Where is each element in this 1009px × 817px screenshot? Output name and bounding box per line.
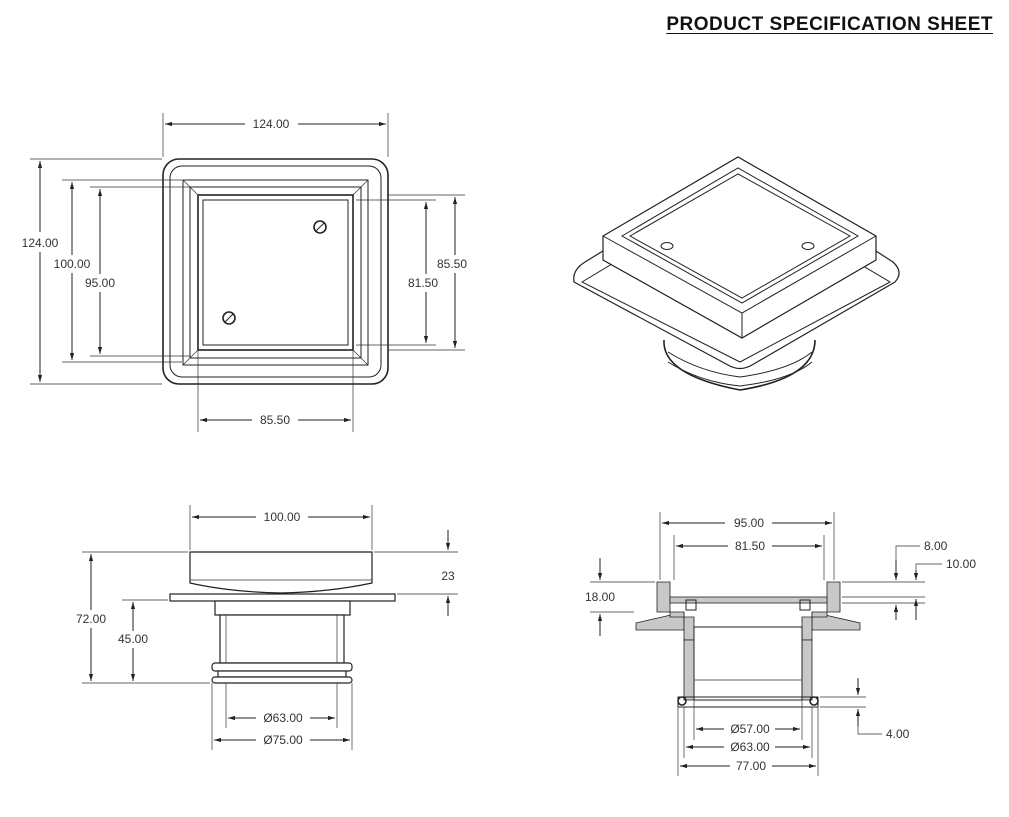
dim-bottom-width: 85.50 bbox=[260, 413, 290, 427]
dim-section-depth: 18.00 bbox=[585, 590, 615, 604]
front-body bbox=[219, 614, 345, 664]
dim-top-width: 124.00 bbox=[253, 117, 290, 131]
grate-plate bbox=[197, 194, 354, 351]
dim-inner-h-1: 100.00 bbox=[54, 257, 91, 271]
dim-front-diam-outer: Ø75.00 bbox=[263, 733, 303, 747]
front-flange bbox=[169, 593, 396, 602]
dim-section-lip-2: 10.00 bbox=[946, 557, 976, 571]
front-rim bbox=[189, 551, 373, 594]
section-view: 95.00 81.50 18.00 8.00 10.00 4.00 bbox=[585, 512, 976, 776]
section-left-wall bbox=[656, 581, 695, 641]
sheet-title: PRODUCT SPECIFICATION SHEET bbox=[666, 14, 993, 35]
dim-section-diam-63: Ø63.00 bbox=[730, 740, 770, 754]
screw-icon bbox=[313, 220, 327, 234]
section-right-wall bbox=[801, 581, 841, 641]
dim-inner-h-2: 95.00 bbox=[85, 276, 115, 290]
dim-section-width-77: 77.00 bbox=[736, 759, 766, 773]
o-ring-icon bbox=[677, 696, 687, 706]
dim-section-width-inner: 81.50 bbox=[735, 539, 765, 553]
dim-section-lip-1: 8.00 bbox=[924, 539, 948, 553]
top-view: 124.00 124.00 100.00 95.00 85.50 81.50 bbox=[22, 113, 467, 432]
dim-section-diam-57: Ø57.00 bbox=[730, 722, 770, 736]
iso-body bbox=[663, 339, 816, 391]
dim-section-groove: 4.00 bbox=[886, 727, 910, 741]
screw-hole-icon bbox=[660, 242, 674, 250]
outer-flange bbox=[162, 158, 389, 385]
dim-section-width-outer: 95.00 bbox=[734, 516, 764, 530]
dim-front-total-height: 72.00 bbox=[76, 612, 106, 626]
section-grate bbox=[669, 596, 828, 604]
o-ring-icon bbox=[809, 696, 819, 706]
dim-front-diam-inner: Ø63.00 bbox=[263, 711, 303, 725]
dim-front-body-height: 45.00 bbox=[118, 632, 148, 646]
dim-front-top-width: 100.00 bbox=[264, 510, 301, 524]
iso-box bbox=[602, 156, 877, 339]
screw-hole-icon bbox=[801, 242, 815, 250]
screw-icon bbox=[222, 311, 236, 325]
dim-right-h-2: 81.50 bbox=[408, 276, 438, 290]
isometric-view bbox=[573, 156, 900, 391]
front-view: 100.00 72.00 45.00 23 Ø63.00 Ø75.00 bbox=[76, 505, 458, 750]
dim-front-rim-height: 23 bbox=[441, 569, 455, 583]
dim-top-height: 124.00 bbox=[22, 236, 59, 250]
section-pipe bbox=[693, 626, 803, 701]
dim-right-h-1: 85.50 bbox=[437, 257, 467, 271]
